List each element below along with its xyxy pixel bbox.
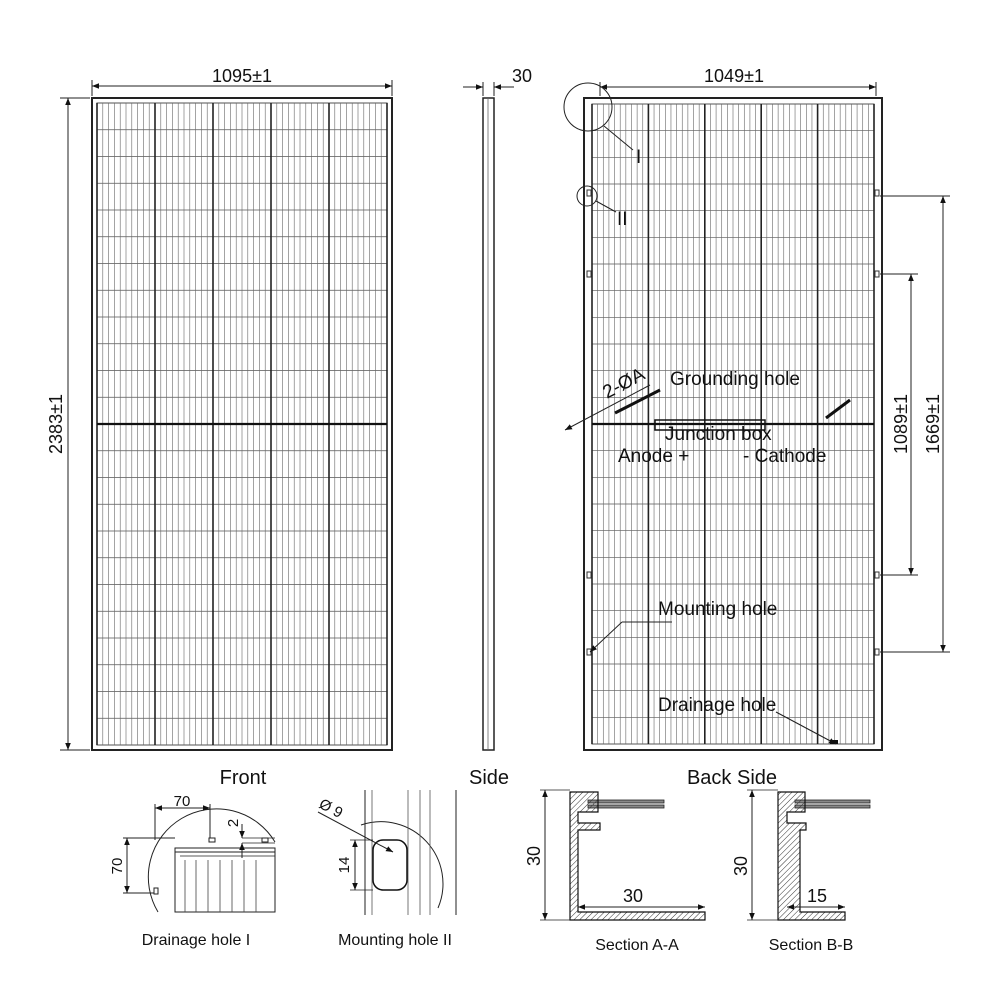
mounting-hole-right-mid [874, 270, 880, 278]
section-b-caption: Section B-B [769, 937, 853, 954]
front-width-dimension: 1095±1 [91, 66, 393, 96]
mounting-hole-left-bottom [586, 648, 592, 656]
front-width-label: 1095±1 [212, 66, 272, 86]
mounting-slot [372, 839, 408, 891]
section-b: 30 15 Section B-B [731, 789, 871, 954]
front-view-title: Front [220, 767, 267, 789]
cathode-label: - Cathode [743, 446, 826, 467]
mounting-detail-caption: Mounting hole II [338, 932, 452, 949]
section-a-caption: Section A-A [595, 937, 679, 954]
back-view-title: Back Side [687, 767, 777, 789]
mount-spacing-inner-label: 1089±1 [891, 394, 911, 454]
mount-spacing-inner-dimension: 1089±1 [880, 273, 918, 576]
section-a: 30 30 Section A-A [524, 789, 706, 954]
front-cell-grid [96, 102, 388, 746]
detail-2-label: II [617, 209, 628, 230]
mounting-length-label: 14 [336, 857, 353, 874]
drainage-slot-top [208, 837, 216, 843]
mounting-hole-right-bottom [874, 648, 880, 656]
back-frame [583, 97, 883, 751]
anode-cable [614, 388, 661, 415]
drainage-gap-label: 2 [225, 819, 242, 827]
height-dimension: 2383±1 [46, 97, 90, 751]
mount-spacing-outer-label: 1669±1 [923, 394, 943, 454]
thickness-dimension: 30 [463, 66, 532, 96]
mount-spacing-outer-dimension: 1669±1 [880, 195, 950, 653]
drainage-slot-right [261, 837, 269, 843]
mounting-hole-left-upper [586, 189, 592, 197]
front-view [91, 97, 393, 751]
section-a-height-label: 30 [524, 846, 544, 866]
cathode-cable [825, 398, 851, 420]
mounting-hole-left-low [586, 571, 592, 579]
back-cell-grid [591, 103, 875, 745]
side-view [482, 97, 495, 751]
detail-1-label: I [636, 147, 641, 168]
drainage-detail-caption: Drainage hole I [142, 932, 251, 949]
junction-box [654, 419, 766, 431]
back-width-label: 1049±1 [704, 66, 764, 86]
back-view [583, 97, 883, 751]
side-frame [482, 97, 495, 751]
mounting-hole-callout: Mounting hole [589, 599, 777, 653]
height-label: 2383±1 [46, 394, 66, 454]
grounding-hole-label: Grounding hole [670, 369, 800, 390]
detail-callout-1: I [563, 82, 641, 168]
thickness-label: 30 [512, 66, 532, 86]
section-a-width-label: 30 [623, 886, 643, 906]
mounting-detail: Ø 9 14 Mounting hole II [316, 790, 457, 949]
side-view-title: Side [469, 767, 509, 789]
drainage-width-label: 70 [174, 793, 191, 810]
section-b-width-label: 15 [807, 886, 827, 906]
detail-callout-2: II [576, 185, 628, 230]
mounting-hole-label: Mounting hole [658, 599, 777, 620]
junction-box-label: Junction box [665, 424, 772, 445]
mounting-hole-left-mid [586, 270, 592, 278]
section-b-height-label: 30 [731, 856, 751, 876]
mounting-hole-right-low [874, 571, 880, 579]
drainage-hole-label: Drainage hole [658, 695, 776, 716]
drainage-height-label: 70 [109, 858, 126, 875]
mounting-hole-right-upper [874, 189, 880, 197]
drainage-hole-callout: Drainage hole [658, 695, 837, 745]
front-frame [91, 97, 393, 751]
back-width-dimension: 1049±1 [599, 66, 877, 96]
drainage-slot-left [153, 887, 159, 895]
drainage-detail: 70 70 2 Drainage hole I [109, 793, 276, 949]
anode-label: Anode + [618, 446, 689, 467]
mounting-diameter-label: Ø 9 [316, 796, 345, 822]
